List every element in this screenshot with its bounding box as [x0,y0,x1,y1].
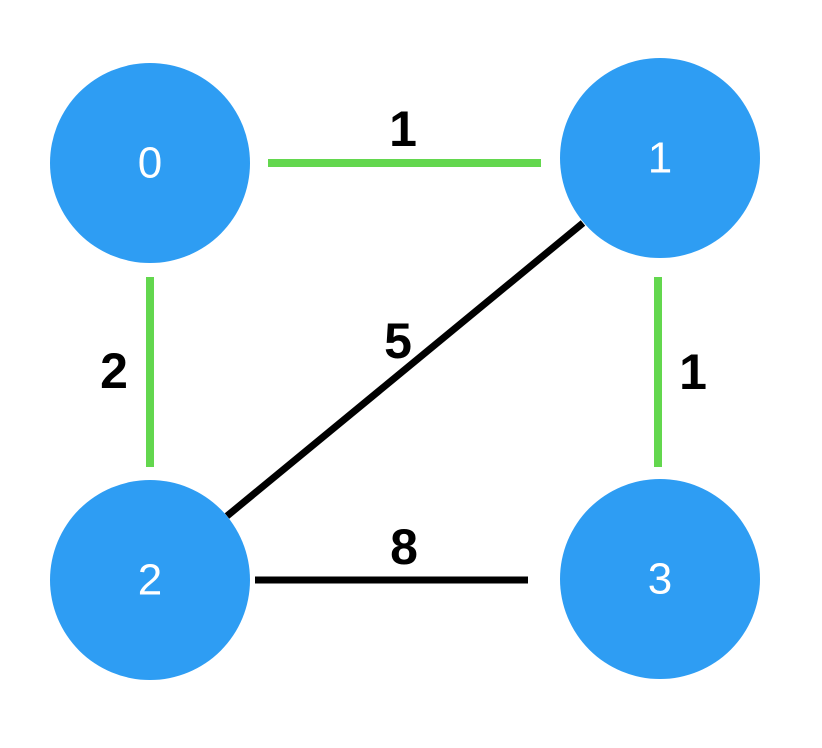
node-circle-1 [560,58,760,258]
node-3: 3 [560,479,760,679]
node-circle-2 [50,480,250,680]
node-2: 2 [50,480,250,680]
node-label-0: 0 [138,139,162,188]
edge-weight-label-2-3: 8 [390,519,418,575]
node-1: 1 [560,58,760,258]
edge-weight-label-1-2: 5 [384,313,412,369]
node-label-2: 2 [138,556,162,605]
edge-1-2 [224,220,586,519]
edge-weight-label-1-3: 1 [679,344,707,400]
node-label-3: 3 [648,555,672,604]
node-circle-0 [50,63,250,263]
node-label-1: 1 [648,134,672,183]
edge-weight-label-0-1: 1 [389,101,417,157]
node-0: 0 [50,63,250,263]
node-circle-3 [560,479,760,679]
edge-weight-label-0-2: 2 [100,343,128,399]
